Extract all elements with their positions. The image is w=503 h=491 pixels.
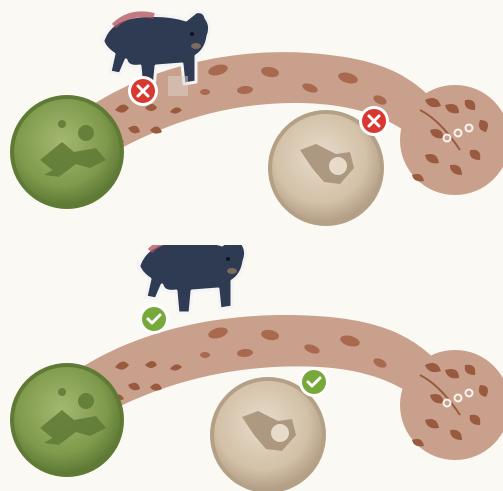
check-icon: [306, 376, 322, 388]
hiker-token-icon: [242, 411, 296, 451]
valid-marker-token[interactable]: [299, 367, 329, 397]
mid-hiker-token[interactable]: [210, 377, 326, 491]
invalid-placement-scene: [0, 0, 503, 245]
invalid-marker-token[interactable]: [359, 106, 389, 136]
valid-marker-bear[interactable]: [139, 304, 169, 334]
hiker-token-icon: [40, 120, 106, 177]
check-icon: [146, 313, 162, 325]
valid-scene-graphic: [10, 245, 503, 491]
hiker-token-icon: [40, 388, 106, 445]
cross-icon: [136, 84, 150, 98]
black-bear-icon[interactable]: [136, 245, 248, 315]
valid-placement-scene: [0, 245, 503, 491]
invalid-marker-bear[interactable]: [128, 76, 158, 106]
black-bear-icon[interactable]: [100, 10, 212, 96]
hiker-token-icon: [300, 144, 354, 184]
start-hiker-token[interactable]: [10, 95, 124, 209]
invalid-scene-graphic: [10, 10, 503, 226]
trail-path: [70, 315, 503, 460]
cross-icon: [367, 114, 381, 128]
start-hiker-token[interactable]: [10, 363, 124, 477]
mid-hiker-token[interactable]: [268, 110, 384, 226]
